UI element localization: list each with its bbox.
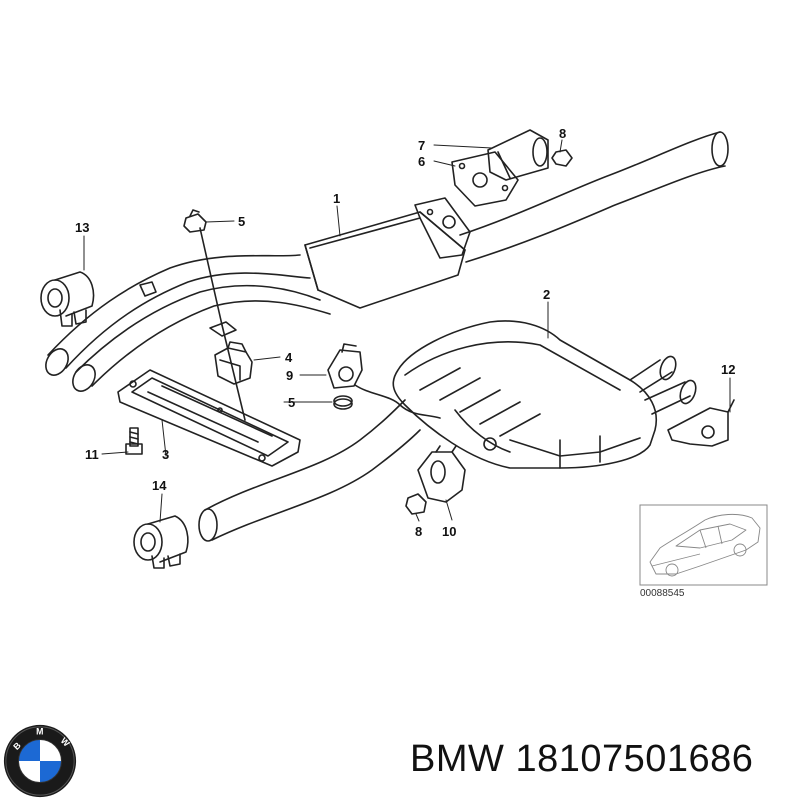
reference-number: 00088545 [640,588,685,599]
callout-8-top: 8 [559,126,566,141]
bracket-12 [667,399,735,447]
nut-8-bottom [405,493,427,515]
callout-9: 9 [286,368,293,383]
intermediate-pipe [459,131,729,263]
rear-inlet-pipe [198,399,421,542]
callout-2: 2 [543,287,550,302]
callout-11: 11 [85,447,99,462]
callout-14: 14 [152,478,167,493]
rubber-mount-7 [487,129,549,181]
front-pipe-left [45,254,311,376]
callout-5-top: 5 [238,214,245,229]
logo-letter-m: M [36,727,43,737]
sensor-wire [354,384,441,419]
callout-7: 7 [418,138,425,153]
front-pipe-right [72,284,331,392]
bolt-11 [125,427,143,455]
callout-5-middle: 5 [288,395,295,410]
hanger-9 [327,343,363,389]
callout-1: 1 [333,191,340,206]
center-muffler [304,197,471,309]
callout-10: 10 [442,524,456,539]
callout-3: 3 [162,447,169,462]
clamp-14 [133,515,189,569]
callout-12: 12 [721,362,735,377]
heat-shield-3 [117,369,301,467]
part-caption: BMW 18107501686 [410,738,753,781]
logo-letter-b: B [11,740,23,752]
rear-muffler [392,320,697,469]
callout-13: 13 [75,220,89,235]
nut-8-top [551,149,573,167]
part-number: 18107501686 [515,738,754,780]
car-reference-inset: 00088545 [639,504,768,599]
callout-6: 6 [418,154,425,169]
mount-10 [417,445,466,503]
leader-lines [83,139,731,523]
callout-labels: 1 2 3 4 5 5 6 7 8 8 9 10 11 12 13 14 [75,126,735,539]
bracket-4 [209,321,253,385]
brand-name: BMW [410,738,505,780]
flange-6 [451,151,519,207]
nut-5-top [183,209,207,233]
clamp-13 [40,271,95,327]
callout-4: 4 [285,350,293,365]
callout-8-bottom: 8 [415,524,422,539]
nut-5-middle [333,395,353,410]
hanger-rod [139,227,246,421]
bmw-logo: B M W [3,724,77,798]
